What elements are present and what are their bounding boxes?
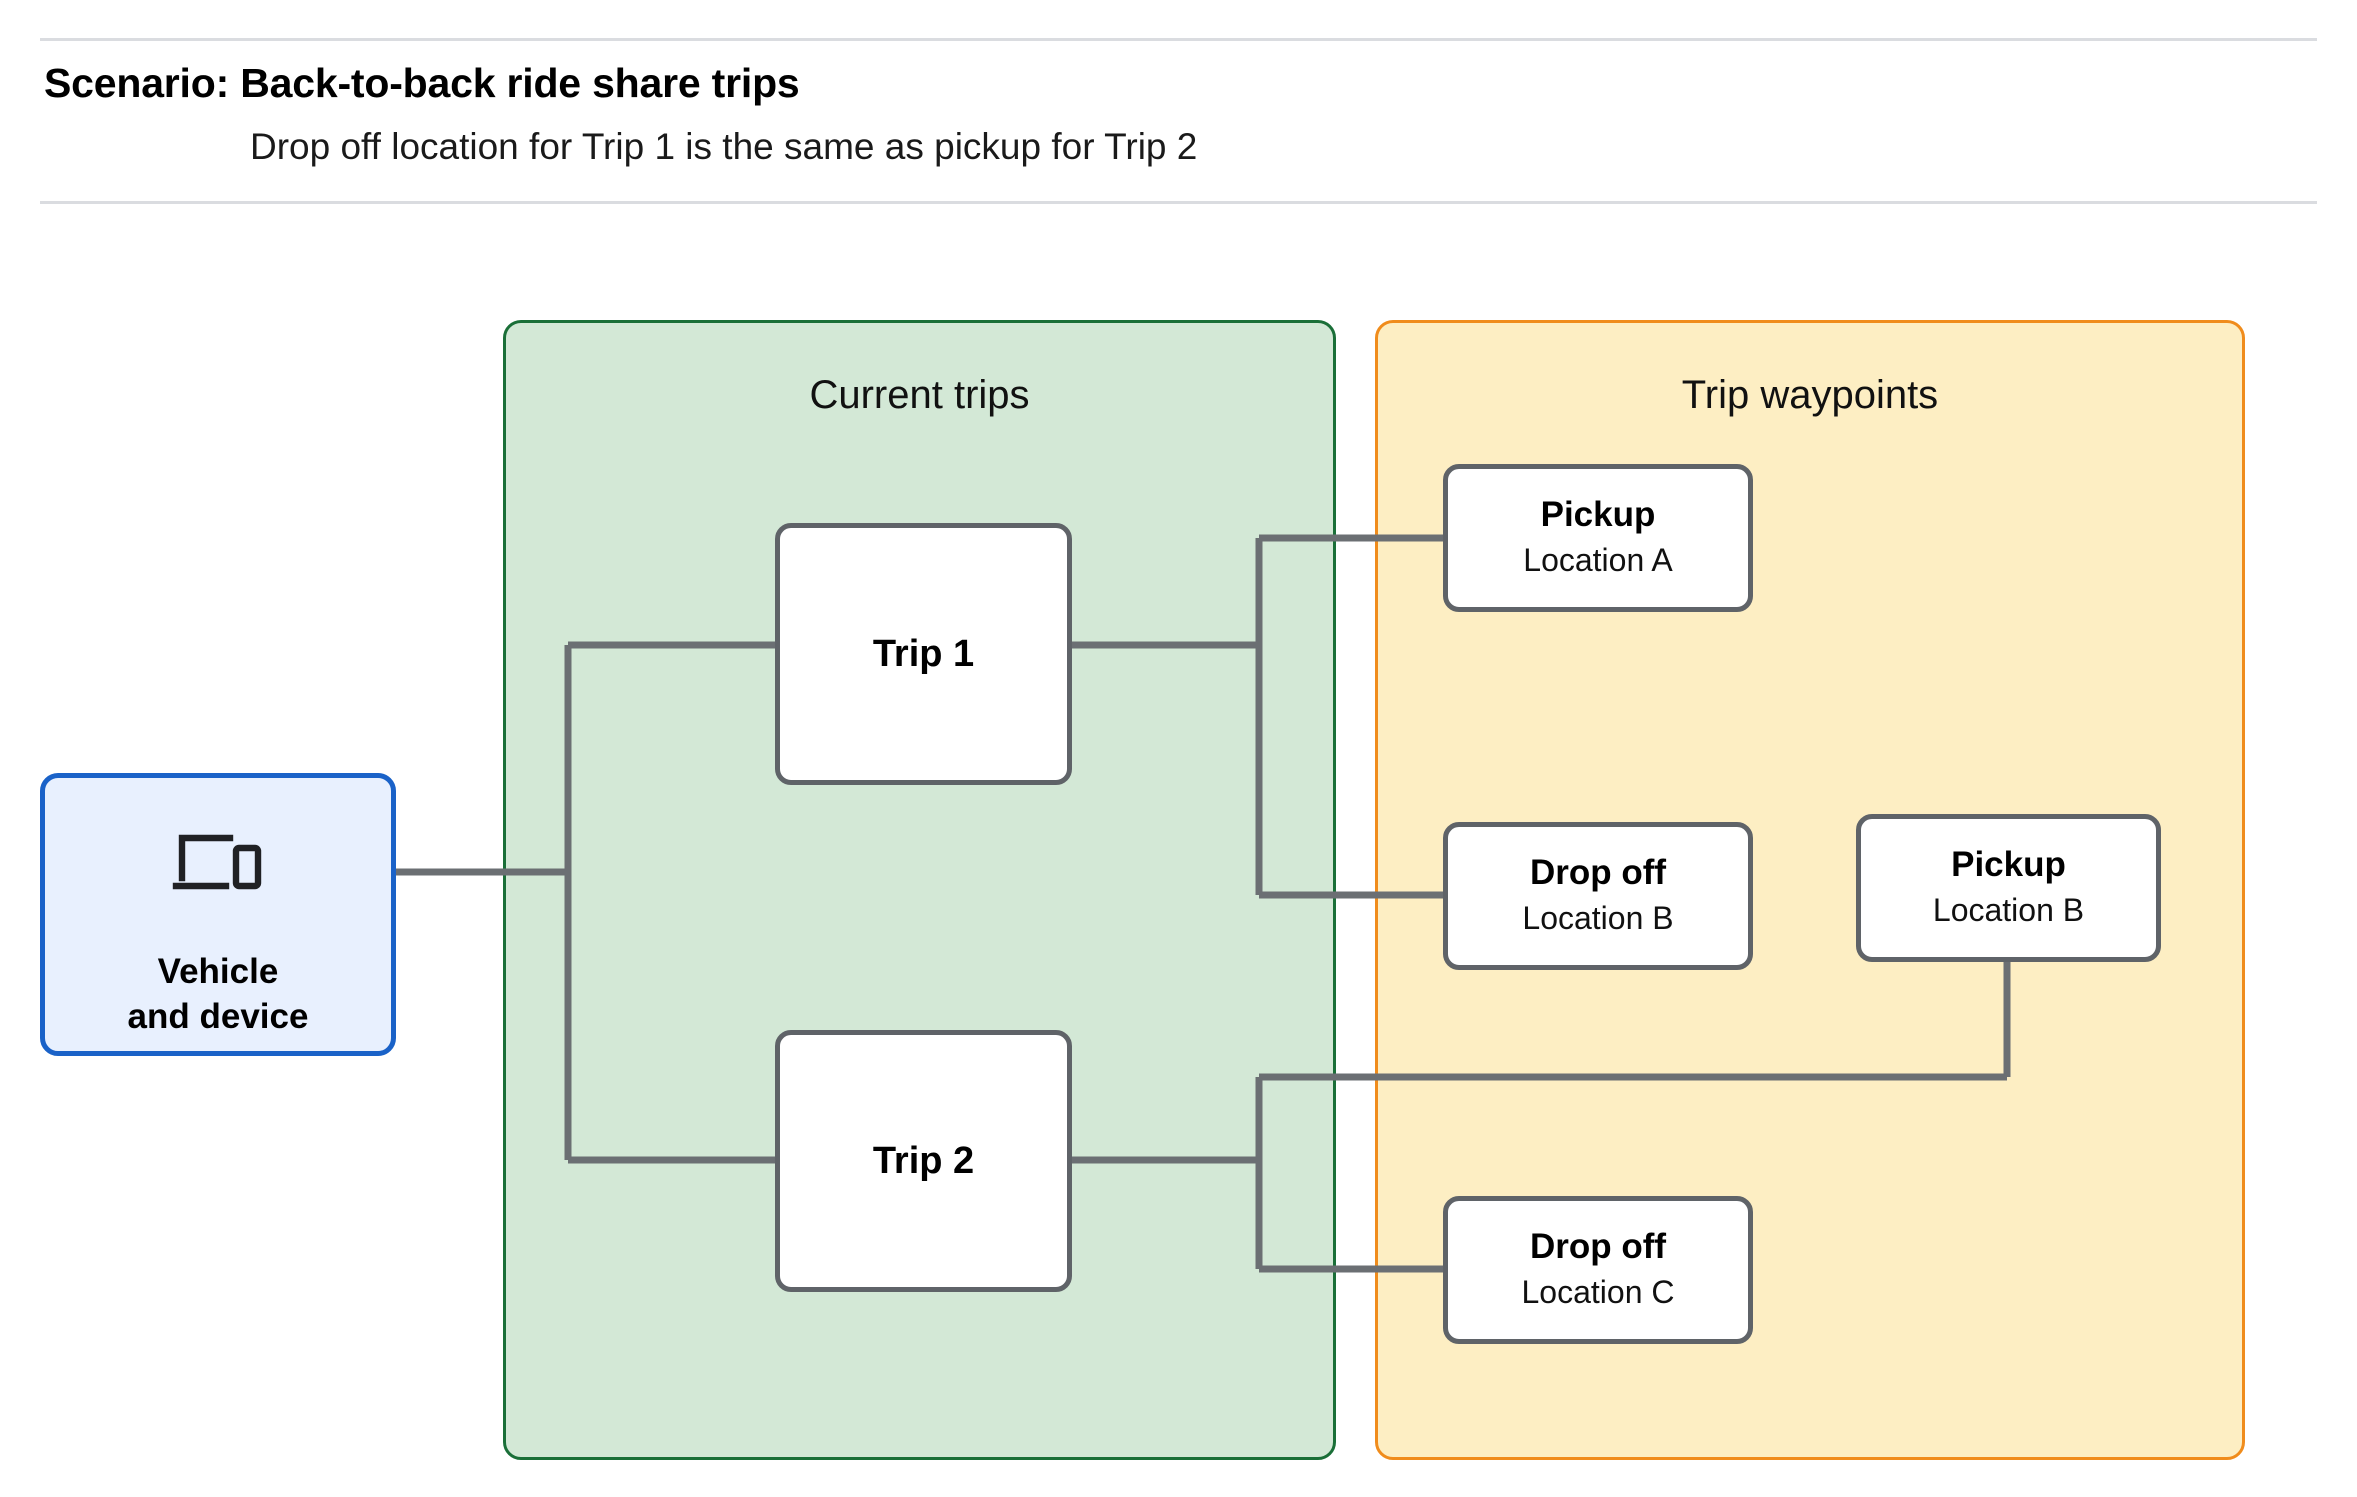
waypoint-dropoff-c-location: Location C <box>1521 1274 1675 1311</box>
waypoint-dropoff-b-location: Location B <box>1522 900 1674 937</box>
node-trip-1-label: Trip 1 <box>872 632 975 675</box>
node-waypoint-pickup-b[interactable]: Pickup Location B <box>1856 814 2161 962</box>
node-vehicle-label: Vehicle and device <box>127 952 309 1036</box>
group-title-current-trips: Current trips <box>809 373 1030 417</box>
node-waypoint-pickup-a[interactable]: Pickup Location A <box>1443 464 1753 612</box>
node-trip-2[interactable]: Trip 2 <box>775 1030 1072 1292</box>
group-title-trip-waypoints: Trip waypoints <box>1681 373 1939 417</box>
page-title: Scenario: Back-to-back ride share trips <box>44 60 800 106</box>
waypoint-pickup-a-location: Location A <box>1523 542 1673 579</box>
waypoint-dropoff-b-title: Drop off <box>1529 853 1667 893</box>
header-divider-bottom <box>40 201 2317 204</box>
node-trip-1[interactable]: Trip 1 <box>775 523 1072 785</box>
waypoint-pickup-a-title: Pickup <box>1540 495 1656 535</box>
node-waypoint-dropoff-b[interactable]: Drop off Location B <box>1443 822 1753 970</box>
node-trip-2-label: Trip 2 <box>872 1139 975 1182</box>
header-divider-top <box>40 38 2317 41</box>
page-subtitle: Drop off location for Trip 1 is the same… <box>250 126 1198 167</box>
waypoint-pickup-b-title: Pickup <box>1951 845 2066 885</box>
node-vehicle-and-device[interactable]: Vehicle and device <box>40 773 396 1056</box>
laptop-and-phone-icon <box>172 834 262 890</box>
waypoint-dropoff-c-title: Drop off <box>1529 1227 1667 1267</box>
waypoint-pickup-b-location: Location B <box>1932 892 2085 929</box>
node-waypoint-dropoff-c[interactable]: Drop off Location C <box>1443 1196 1753 1344</box>
